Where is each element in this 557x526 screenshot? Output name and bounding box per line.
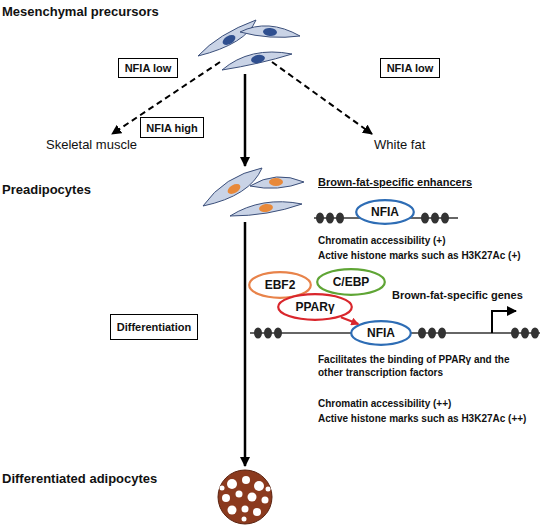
nucleosome: [431, 213, 439, 224]
cell-nucleus: [250, 54, 265, 65]
lipid-droplet: [242, 517, 247, 522]
condition-box: NFIA high: [140, 117, 204, 138]
gene-label: Brown-fat-specific genes: [392, 289, 523, 303]
lipid-droplet: [222, 494, 230, 502]
condition-box: NFIA low: [380, 58, 440, 78]
nucleosome: [428, 328, 436, 339]
node-text: NFIA low: [387, 62, 434, 74]
nucleosome: [418, 328, 426, 339]
ellipse-shape: [356, 200, 414, 224]
brown-adipocyte: [218, 470, 272, 524]
cell-body: [222, 52, 292, 70]
fate-label: White fat: [374, 137, 425, 153]
cell-body: [230, 202, 302, 216]
lipid-droplet: [254, 481, 264, 491]
node-text: NFIA high: [146, 122, 198, 134]
activation-arrow: [341, 317, 358, 324]
factor-ellipse: PPARγ: [277, 293, 353, 321]
lipid-droplet: [220, 486, 225, 491]
note-text: Facilitates the binding of PPARγ and the…: [318, 354, 530, 379]
factor-ellipse: C/EBP: [316, 268, 386, 296]
cell-body: [240, 26, 300, 37]
note-text: Chromatin accessibility (++): [318, 398, 451, 411]
node-text: EBF2: [265, 278, 296, 292]
lipid-droplet: [227, 479, 237, 489]
cell-nucleus: [259, 203, 274, 213]
section-heading: Brown-fat-specific enhancers: [318, 176, 472, 190]
transcription-arrow: [492, 311, 516, 333]
node-text: NFIA: [367, 326, 395, 340]
fate-arrow: [272, 62, 372, 134]
nucleosome: [274, 328, 282, 339]
lipid-droplet: [248, 493, 257, 502]
lipid-droplet: [242, 506, 249, 513]
factor-ellipse: NFIA: [350, 320, 412, 346]
nucleosome: [531, 328, 539, 339]
nucleosome: [316, 213, 324, 224]
process-box: Differentiation: [110, 314, 198, 340]
fate-label: Skeletal muscle: [46, 137, 137, 153]
ellipse-shape: [351, 321, 411, 345]
lipid-droplet: [236, 491, 243, 498]
lipid-droplet: [266, 487, 271, 492]
nucleosome: [511, 328, 519, 339]
nucleosome: [254, 328, 262, 339]
stage-title: Mesenchymal precursors: [2, 4, 159, 20]
node-text: NFIA low: [125, 62, 172, 74]
note-text: Active histone marks such as H3K27Ac (++…: [318, 413, 526, 426]
stage-title: Differentiated adipocytes: [2, 471, 157, 487]
cell-nucleus: [221, 33, 237, 47]
nucleosome: [421, 213, 429, 224]
nucleosome: [264, 328, 272, 339]
lineage-arrow: [244, 74, 247, 166]
node-text: NFIA: [371, 205, 399, 219]
cell-nucleus: [226, 182, 242, 196]
nucleosome: [326, 213, 334, 224]
lineage-arrow: [244, 222, 247, 466]
nucleosome: [438, 328, 446, 339]
cell-body: [218, 470, 272, 524]
nucleosome: [521, 328, 529, 339]
ellipse-shape: [317, 269, 385, 295]
node-text: C/EBP: [333, 275, 370, 289]
node-text: Differentiation: [117, 321, 192, 333]
lipid-droplet: [228, 506, 237, 515]
note-text: Chromatin accessibility (+): [318, 235, 446, 248]
ellipse-shape: [278, 294, 352, 320]
stage-title: Preadipocytes: [2, 182, 91, 198]
lipid-droplet: [242, 476, 250, 484]
factor-ellipse: NFIA: [355, 199, 415, 225]
cell-body: [198, 20, 256, 56]
preadipocyte-cells: [203, 168, 304, 216]
cell-nucleus: [263, 27, 278, 36]
condition-box: NFIA low: [118, 58, 178, 78]
cell-nucleus: [269, 178, 283, 186]
node-text: PPARγ: [295, 300, 334, 314]
nucleosome: [441, 213, 449, 224]
note-text: Active histone marks such as H3K27Ac (+): [318, 250, 521, 263]
precursor-cells: [198, 20, 300, 70]
lipid-droplet: [262, 497, 269, 504]
nucleosome: [336, 213, 344, 224]
lipid-droplet: [253, 508, 261, 516]
cell-body: [250, 177, 304, 188]
